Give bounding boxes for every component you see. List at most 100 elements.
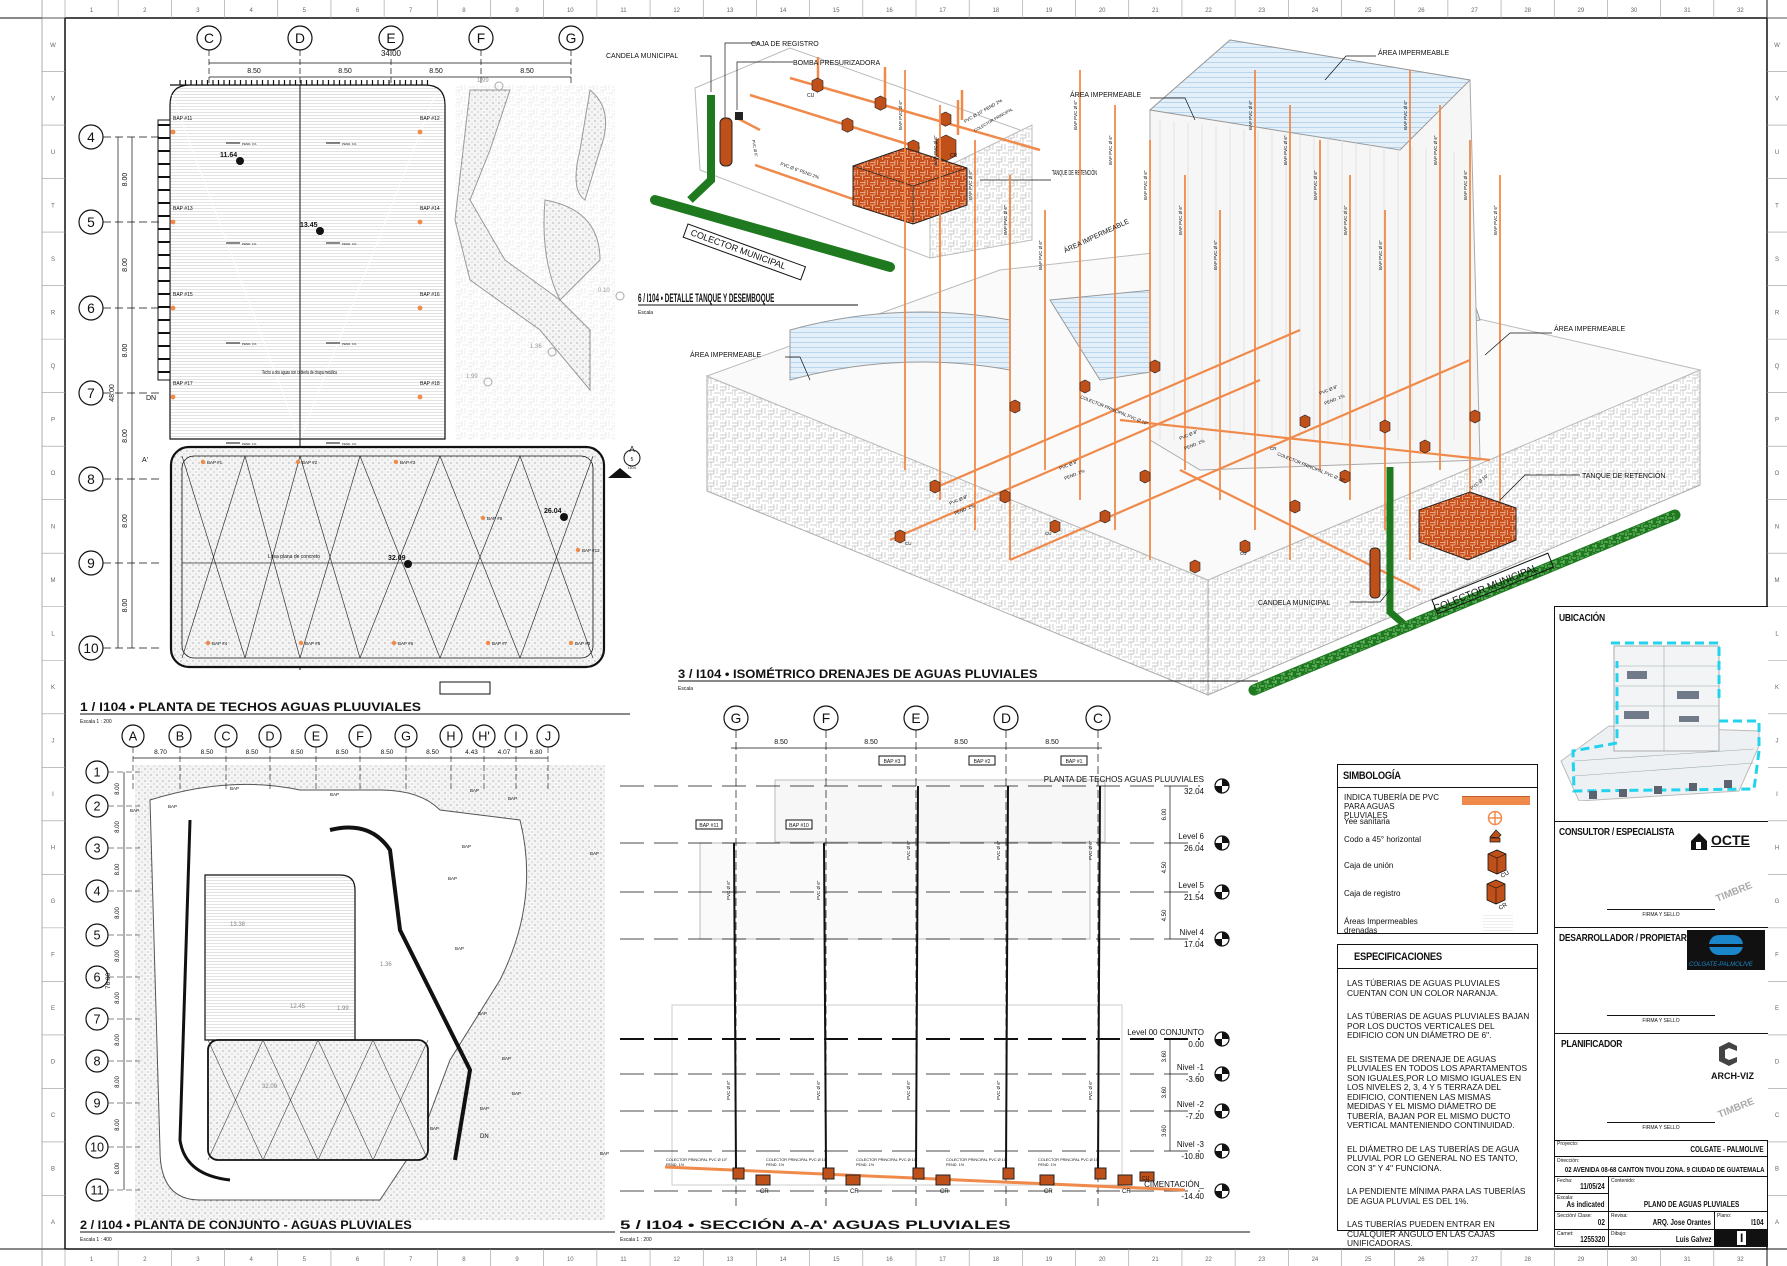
bap-label: BAP — [512, 1091, 521, 1096]
signature-line: FIRMA Y SELLO — [1607, 1015, 1715, 1024]
symbology-label: Caja de registro — [1344, 889, 1401, 898]
bap-drain-icon — [295, 459, 301, 465]
slope-label: PEND. 1% — [342, 142, 357, 146]
stamp-label: TIMBRE — [1716, 1096, 1757, 1121]
ruler-row-label: G — [1775, 899, 1780, 905]
bap-pipe-label: BAP PVC Ø 6" — [1313, 170, 1318, 200]
pvc-pipe — [754, 163, 871, 207]
grid-bubble-row-9-label: 9 — [87, 556, 95, 571]
bap-drain-icon — [205, 640, 211, 646]
grid-bubble-row-6-label: 6 — [87, 301, 95, 316]
content-cell: Contenido:PLANO DE AGUAS PLUVIALES — [1609, 1177, 1768, 1212]
spot-level: 13.38 — [230, 922, 246, 928]
view-title: 5 / I104 • SECCIÓN A-A' AGUAS PLUVIALES — [620, 1217, 1011, 1232]
ruler-column-label: 21 — [1152, 1257, 1159, 1263]
building-slab-plan — [207, 1039, 429, 1161]
bap-pipe-label: BAP PVC Ø 6" — [1038, 240, 1043, 270]
signature-label: FIRMA Y SELLO — [1642, 1125, 1680, 1131]
date-cell: Fecha:11/05/24 — [1555, 1177, 1609, 1194]
ruler-column-label: 4 — [249, 1257, 253, 1263]
ruler-row-label: V — [1775, 96, 1779, 102]
junction-box-icon — [1139, 469, 1151, 484]
ruler-row-label: B — [51, 1167, 55, 1173]
ruler-column-label: 30 — [1631, 1257, 1638, 1263]
overall-row-dimension: 76.00 — [105, 972, 112, 989]
bap-pipe-label: BAP PVC Ø 6" — [1108, 135, 1113, 165]
pipe-label: PVC Ø 6" — [726, 880, 731, 900]
ruler-column-label: 30 — [1631, 8, 1638, 14]
column-dimension: 8.50 — [247, 68, 261, 75]
pvc-collector — [1119, 418, 1491, 462]
pvc-collector — [929, 328, 1301, 492]
bap-label: BAP #6 — [398, 641, 414, 646]
junction-box-icon — [1289, 499, 1301, 514]
bap-label: BAP #3 — [400, 460, 416, 465]
ruler-row-label: N — [1775, 524, 1779, 530]
bap-drain-icon — [568, 640, 574, 646]
level-target-icon — [494, 81, 504, 91]
mid-volume — [699, 842, 1091, 940]
developer-title: DESARROLLADOR / PROPIETARIO — [1559, 933, 1696, 944]
label-tanque: TANQUE DE RETENCIÓN — [1052, 168, 1097, 177]
slab-fold-line — [359, 455, 441, 659]
bap-drain-icon — [417, 219, 423, 225]
title-block: UBICACIÓN CONSULTOR / ESPECIALISTA OCTE … — [1554, 606, 1768, 1247]
row-dimension: 8.00 — [115, 1162, 121, 1174]
section-mark-letter: A — [629, 445, 635, 454]
ruler-column-label: 32 — [1737, 8, 1744, 14]
level-marker-fill — [1215, 932, 1229, 946]
bap-label: BAP #9 — [487, 516, 503, 521]
ruler-column-label: 2 — [143, 8, 147, 14]
level-target-icon — [483, 377, 493, 387]
developer-section: DESARROLLADOR / PROPIETARIO COLGATE-PALM… — [1555, 927, 1768, 1034]
leader-lines — [785, 55, 1552, 381]
metal-roof — [169, 84, 446, 440]
area-label: ÁREA IMPERMEABLE — [1070, 90, 1142, 99]
level-dimension: 4.50 — [1162, 861, 1168, 873]
bap-pipe-label: BAP PVC Ø 6" — [898, 100, 903, 130]
developer-logo: COLGATE-PALMOLIVE — [1687, 930, 1765, 970]
bap-label: BAP #4 — [212, 641, 228, 646]
registry-box-icon — [935, 134, 957, 162]
column-dimension: 4.43 — [465, 749, 478, 756]
ruler-row-label: K — [51, 685, 55, 691]
level-marker-fill — [1215, 885, 1229, 899]
ruler-column-label: 28 — [1524, 8, 1531, 14]
ruler-column-label: 19 — [1046, 1257, 1053, 1263]
view-scale: Escala 1 : 400 — [80, 1237, 112, 1243]
symbology-item-elbow: Codo a 45° horizontal — [1344, 835, 1421, 844]
stamp-label: TIMBRE — [1714, 880, 1755, 905]
row-dimension: 8.00 — [115, 950, 121, 962]
junction-box-icon — [1149, 359, 1161, 374]
reviewer-cell: Revisa:ARQ. Jose Orantes — [1609, 1212, 1715, 1230]
slope-label: PEND. 1% — [342, 342, 357, 346]
bap-label: BAP — [130, 808, 139, 813]
section-value: 02 — [1597, 1218, 1605, 1227]
level-marker-fill — [1215, 779, 1229, 793]
bap-tag: BAP #2 — [974, 759, 991, 765]
collector-label: COLECTOR PRINCIPAL PVC Ø 10" — [766, 1158, 828, 1162]
bap-pipe-label: BAP PVC Ø 6" — [968, 170, 973, 200]
bap-drain-icon — [298, 640, 304, 646]
junction-box-icon — [1099, 509, 1111, 524]
bap-label: BAP — [478, 1011, 487, 1016]
municipal-candela — [1386, 467, 1408, 628]
cu-tag: CU — [1045, 531, 1052, 536]
retaining-wall — [929, 124, 1033, 259]
bap-tag-box — [968, 755, 996, 766]
signature-line: FIRMA Y SELLO — [1607, 909, 1715, 918]
slab-fold — [372, 1039, 429, 1161]
ruler-row-label: Q — [51, 364, 56, 370]
section-mark-opposite: A' — [142, 457, 148, 464]
ruler-row-label: H — [1775, 846, 1779, 852]
grate — [439, 681, 491, 695]
ruler-row-label: S — [1775, 257, 1779, 263]
yee-icon — [1487, 810, 1503, 826]
bap-pipe-label: BAP PVC Ø 6" — [1463, 170, 1468, 200]
ruler-row-label: G — [51, 899, 56, 905]
row-dimension: 8.00 — [122, 599, 129, 613]
ruler-row-label: J — [52, 739, 55, 745]
ruler-column-label: 26 — [1418, 8, 1425, 14]
view-title: 1 / I104 • PLANTA DE TECHOS AGUAS PLUUVI… — [80, 700, 421, 714]
grid-bubble-col-label: I — [514, 730, 518, 744]
